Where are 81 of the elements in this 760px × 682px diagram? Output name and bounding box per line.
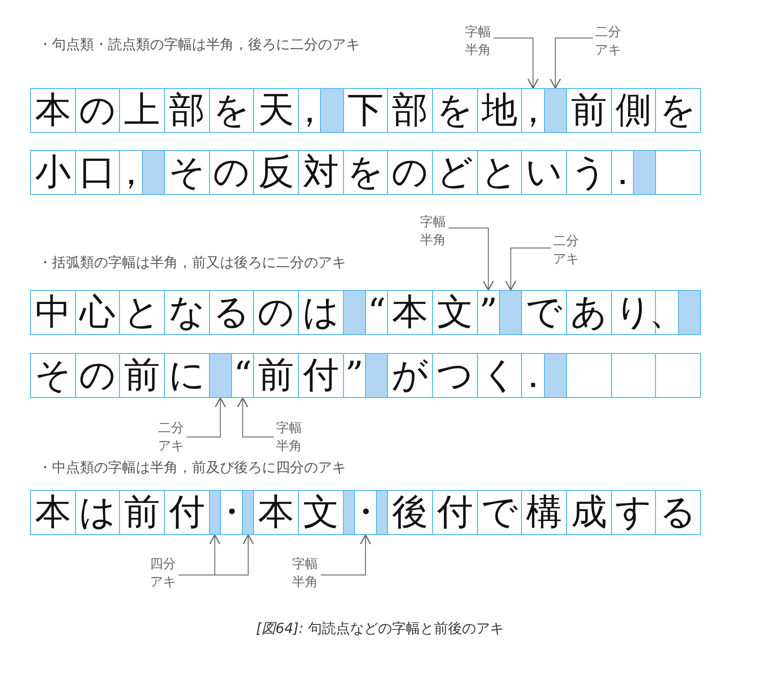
- character-cell: 構: [521, 490, 568, 535]
- rule-heading: ・句点類・読点類の字幅は半角，後ろに二分のアキ: [38, 36, 360, 54]
- character-cell: 前: [566, 88, 612, 133]
- character-cell: す: [610, 490, 656, 535]
- annotation-label: 字幅半角: [292, 556, 319, 592]
- character-cell: 前: [253, 353, 299, 398]
- character-cell: 前: [119, 353, 165, 398]
- character-cell: 側: [610, 88, 656, 133]
- leader-arrow: [237, 397, 274, 438]
- character-cell: 下: [342, 88, 388, 133]
- leader-arrow: [448, 228, 494, 291]
- character-cell: の: [74, 88, 120, 133]
- character-cell: 反: [253, 150, 299, 195]
- character-cell: 心: [74, 290, 120, 335]
- character-cell: 部: [164, 88, 210, 133]
- character-cell: そ: [164, 150, 210, 195]
- annotation-label: 字幅半角: [420, 214, 447, 250]
- spacing-cell: [242, 490, 254, 535]
- character-cell: 天: [253, 88, 299, 133]
- character-cell: を: [208, 88, 254, 133]
- annotation-label: 四分アキ: [150, 556, 177, 592]
- annotation-label: 字幅半角: [276, 420, 303, 456]
- character-cell: 中: [30, 290, 76, 335]
- spacing-cell: [544, 88, 568, 133]
- spacing-cell: [208, 490, 221, 535]
- character-cell: “: [231, 353, 254, 398]
- character-cell: を: [655, 88, 702, 133]
- character-cell: を: [342, 150, 388, 195]
- character-cell: 付: [298, 353, 344, 398]
- leader-arrow: [178, 534, 254, 576]
- character-cell: は: [74, 490, 120, 535]
- character-cell: つ: [432, 353, 478, 398]
- figure-caption: [図64]: 句読点などの字幅と前後のアキ: [255, 620, 505, 638]
- character-cell: 口: [74, 150, 120, 195]
- character-cell: 付: [432, 490, 478, 535]
- character-cell: ど: [432, 150, 478, 195]
- character-cell: 本: [30, 88, 76, 133]
- character-cell: 部: [387, 88, 434, 133]
- character-cell: 前: [119, 490, 165, 535]
- character-cell: と: [119, 290, 165, 335]
- leader-arrow: [493, 38, 539, 89]
- leader-arrow: [186, 397, 226, 438]
- character-cell: あ: [566, 290, 612, 335]
- character-cell: の: [253, 290, 299, 335]
- character-cell: な: [164, 290, 210, 335]
- leader-arrow: [505, 248, 552, 291]
- character-cell: 対: [298, 150, 344, 195]
- spacing-cell: [208, 353, 232, 398]
- character-cell: 後: [387, 490, 434, 535]
- character-cell: の: [387, 150, 434, 195]
- character-cell: 文: [432, 290, 478, 335]
- character-cell: 上: [119, 88, 165, 133]
- annotation-label: 二分アキ: [553, 233, 580, 268]
- character-cell: る: [208, 290, 254, 335]
- character-cell: と: [476, 150, 522, 195]
- character-cell: の: [74, 353, 120, 398]
- character-cell: う: [566, 150, 612, 195]
- leader-arrow: [550, 38, 594, 89]
- character-cell: 成: [566, 490, 612, 535]
- character-cell: “: [365, 290, 388, 335]
- character-cell: の: [208, 150, 254, 195]
- character-cell: で: [476, 490, 522, 535]
- character-cell: を: [432, 88, 478, 133]
- character-cell: い: [521, 150, 568, 195]
- character-cell: 小: [30, 150, 76, 195]
- character-cell: 本: [253, 490, 299, 535]
- rule-heading: ・中点類の字幅は半角，前及び後ろに四分のアキ: [38, 459, 346, 477]
- character-cell: 地: [476, 88, 522, 133]
- annotation-label: 二分アキ: [595, 24, 622, 60]
- character-cell: が: [387, 353, 434, 398]
- annotation-label: 二分アキ: [158, 420, 185, 456]
- character-cell: く: [476, 353, 522, 398]
- character-cell: 本: [30, 490, 76, 535]
- leader-arrow: [320, 534, 372, 576]
- rule-heading: ・括弧類の字幅は半角，前又は後ろに二分のアキ: [38, 254, 346, 272]
- annotation-label: 字幅半角: [465, 24, 492, 60]
- character-cell: 本: [387, 290, 434, 335]
- spacing-cell: [499, 290, 522, 335]
- character-cell: そ: [30, 353, 76, 398]
- character-cell: で: [521, 290, 568, 335]
- character-cell: る: [655, 490, 702, 535]
